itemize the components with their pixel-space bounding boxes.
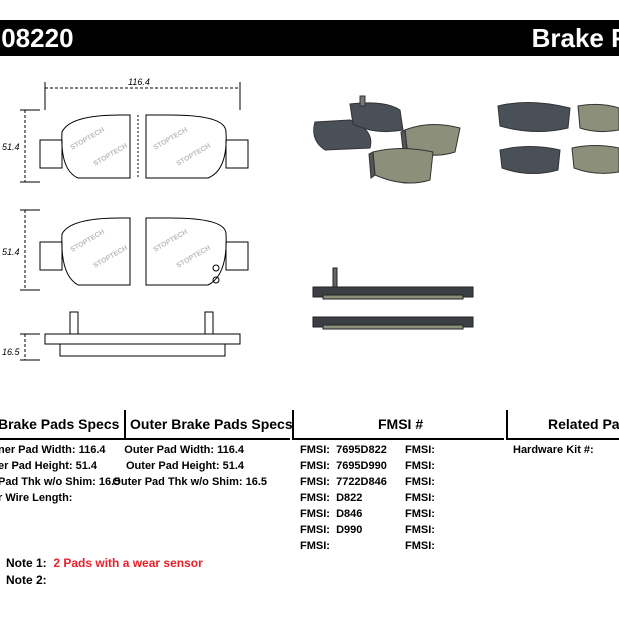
note-1: Note 1: 2 Pads with a wear sensor xyxy=(6,556,203,570)
width-dimension-label: 116.4 xyxy=(128,77,150,87)
fmsi-value: 7695D990 xyxy=(336,460,387,472)
outer-height-dimension-label: 51.4 xyxy=(2,247,20,257)
thickness-dimension-label: 16.5 xyxy=(2,347,21,357)
outer-spec-value: 51.4 xyxy=(222,460,244,472)
fmsi-value: D990 xyxy=(336,524,363,536)
fmsi-label: FMSI: xyxy=(405,540,435,552)
related-parts-header: Related Pa xyxy=(548,416,619,432)
pad-profile-photo xyxy=(312,267,474,330)
pad-set-photo-secondary xyxy=(497,101,619,174)
svg-text:STOPTECH: STOPTECH xyxy=(70,229,106,254)
fmsi-label: FMSI: xyxy=(300,524,330,536)
fmsi-label: FMSI: xyxy=(300,508,330,520)
fmsi-row: FMSI: 7722D846 xyxy=(300,476,387,488)
inner-wire-length: r Wire Length: xyxy=(0,492,73,504)
fmsi-row: FMSI: D846 xyxy=(300,508,362,520)
part-number: .08220 xyxy=(0,23,74,53)
fmsi-label: FMSI: xyxy=(300,540,330,552)
svg-text:STOPTECH: STOPTECH xyxy=(93,245,129,270)
title-bar xyxy=(0,20,619,56)
fmsi-label: FMSI: xyxy=(300,476,330,488)
fmsi-label: FMSI: xyxy=(405,524,435,536)
pad-set-photo xyxy=(313,95,461,184)
brand-title: Brake F xyxy=(531,23,619,53)
header-underline xyxy=(508,438,619,440)
outer-spec-label: Outer Pad Thk w/o Shim: xyxy=(112,476,243,488)
column-divider xyxy=(124,410,126,440)
svg-text:STOPTECH: STOPTECH xyxy=(176,245,212,270)
inner-height-dimension-label: 51.4 xyxy=(2,142,20,152)
svg-text:STOPTECH: STOPTECH xyxy=(153,229,189,254)
fmsi-label: FMSI: xyxy=(300,444,330,456)
fmsi-row: FMSI: 7695D990 xyxy=(300,460,387,472)
inner-pad-thickness: Pad Thk w/o Shim: 16.5 xyxy=(0,476,121,488)
fmsi-label: FMSI: xyxy=(300,492,330,504)
note-1-label: Note 1: xyxy=(6,556,47,570)
inner-pad-height: er Pad Height: 51.4 xyxy=(0,460,98,472)
fmsi-label: FMSI: xyxy=(405,460,435,472)
fmsi-value: D846 xyxy=(336,508,363,520)
note-2-label: Note 2: xyxy=(6,573,47,587)
fmsi-value: D822 xyxy=(336,492,363,504)
outer-pad-thickness: Outer Pad Thk w/o Shim: 16.5 xyxy=(112,476,267,488)
fmsi-value: 7695D822 xyxy=(336,444,387,456)
column-divider xyxy=(292,410,294,440)
fmsi-header: FMSI # xyxy=(378,416,424,432)
hardware-kit-label: Hardware Kit #: xyxy=(513,444,594,456)
fmsi-row: FMSI: 7695D822 xyxy=(300,444,387,456)
fmsi-row: FMSI: D822 xyxy=(300,492,362,504)
inner-pad-width: ner Pad Width: 116.4 xyxy=(0,444,106,456)
outer-pad-height: Outer Pad Height: 51.4 xyxy=(126,460,244,472)
outer-spec-label: Outer Pad Width: xyxy=(124,444,215,456)
note-1-value: 2 Pads with a wear sensor xyxy=(53,556,203,570)
svg-text:STOPTECH: STOPTECH xyxy=(70,127,106,152)
outer-spec-value: 16.5 xyxy=(245,476,267,488)
fmsi-row: FMSI: xyxy=(300,540,330,552)
fmsi-label: FMSI: xyxy=(405,476,435,488)
fmsi-label: FMSI: xyxy=(405,444,435,456)
pad-technical-drawing: STOPTECH STOPTECH STOPTECH STOPTECH STOP… xyxy=(2,77,249,361)
header-underline xyxy=(294,438,504,440)
outer-specs-header: Outer Brake Pads Specs xyxy=(130,416,293,432)
outer-spec-value: 116.4 xyxy=(217,444,244,456)
fmsi-value: 7722D846 xyxy=(336,476,387,488)
fmsi-label: FMSI: xyxy=(405,508,435,520)
outer-spec-label: Outer Pad Height: xyxy=(126,460,220,472)
header-underline xyxy=(0,438,290,440)
svg-text:STOPTECH: STOPTECH xyxy=(176,143,212,168)
column-divider xyxy=(506,410,508,440)
outer-pad-width: Outer Pad Width: 116.4 xyxy=(124,444,244,456)
fmsi-label: FMSI: xyxy=(300,460,330,472)
fmsi-label: FMSI: xyxy=(405,492,435,504)
fmsi-row: FMSI: D990 xyxy=(300,524,362,536)
inner-specs-header: Brake Pads Specs xyxy=(0,416,120,432)
svg-text:STOPTECH: STOPTECH xyxy=(153,127,189,152)
svg-text:STOPTECH: STOPTECH xyxy=(93,143,129,168)
